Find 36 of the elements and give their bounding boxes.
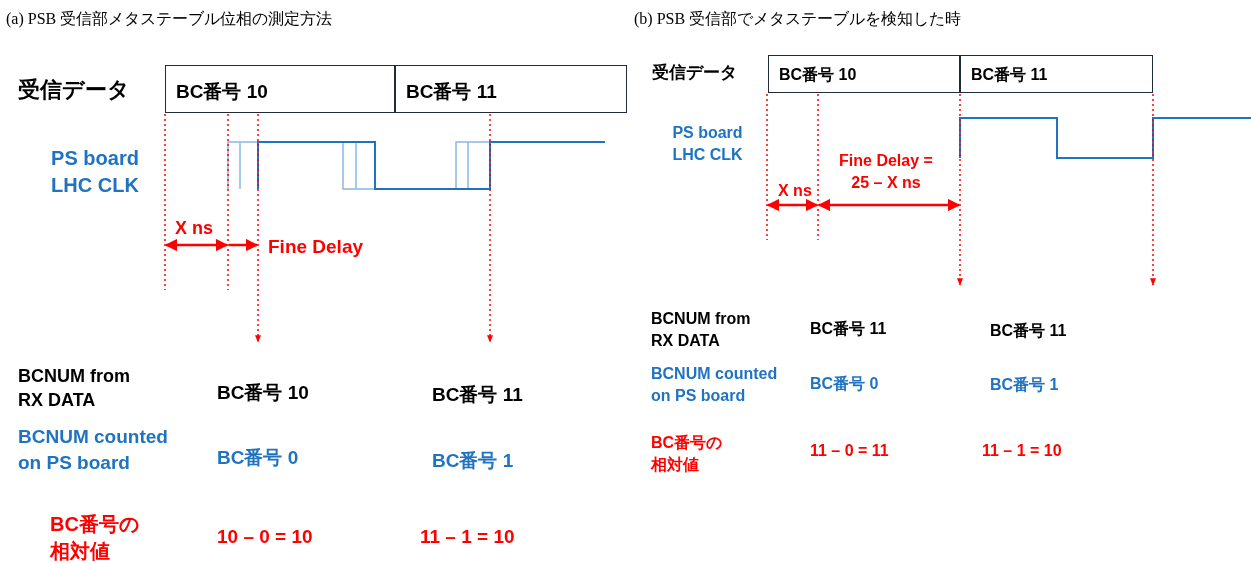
dimension-label: X ns — [175, 217, 213, 240]
signal-label: PS board LHC CLK — [50, 146, 140, 198]
row-label: 受信データ — [652, 62, 737, 84]
value-text: BC番号 11 — [432, 383, 523, 407]
row-label: BCNUM counted on PS board — [651, 364, 779, 406]
dimension-label: Fine Delay — [268, 235, 364, 259]
dimension-label: Fine Delay = 25 – X ns — [838, 151, 934, 193]
segment-label: BC番号 11 — [406, 80, 497, 104]
value-text: BC番号 0 — [810, 374, 879, 394]
value-text: BC番号 10 — [217, 381, 309, 405]
value-text: 10 – 0 = 10 — [217, 525, 313, 549]
panel-title: (a) PSB 受信部メタステーブル位相の測定方法 — [6, 9, 333, 30]
row-label: BCNUM from RX DATA — [651, 309, 752, 351]
row-label: BC番号の相対値 — [50, 512, 140, 563]
dimension-label: X ns — [778, 181, 812, 201]
value-text: BC番号 0 — [217, 446, 299, 470]
row-label: 受信データ — [18, 76, 130, 104]
value-text: 11 – 1 = 10 — [982, 441, 1062, 461]
value-text: 11 – 0 = 11 — [810, 441, 889, 461]
row-label: BC番号の相対値 — [651, 433, 724, 475]
data-segment-box — [165, 65, 395, 113]
value-text: BC番号 1 — [990, 375, 1059, 395]
segment-label: BC番号 11 — [971, 65, 1048, 85]
segment-label: BC番号 10 — [779, 65, 857, 85]
panel-title: (b) PSB 受信部でメタステーブルを検知した時 — [634, 9, 962, 30]
value-text: 11 – 1 = 10 — [420, 525, 515, 549]
value-text: BC番号 1 — [432, 449, 514, 473]
data-segment-box — [960, 55, 1153, 93]
row-label: BCNUM counted on PS board — [18, 425, 169, 475]
segment-label: BC番号 10 — [176, 80, 268, 104]
data-segment-box — [768, 55, 960, 93]
row-label: BCNUM from RX DATA — [18, 365, 131, 413]
data-segment-box — [395, 65, 627, 113]
value-text: BC番号 11 — [810, 319, 887, 339]
value-text: BC番号 11 — [990, 321, 1067, 341]
signal-label: PS board LHC CLK — [671, 123, 744, 165]
